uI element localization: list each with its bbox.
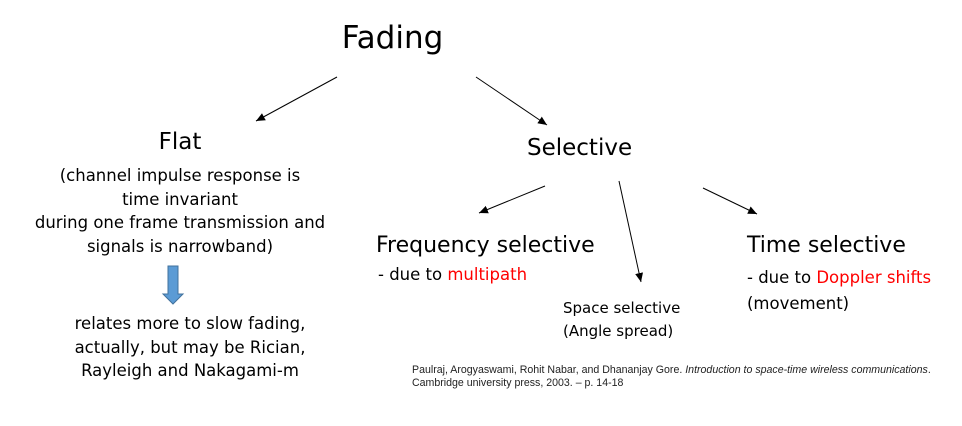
citation-authors: Paulraj, Arogyaswami, Rohit Nabar, and D… — [412, 364, 686, 376]
flat-note-line: relates more to slow fading, — [74, 314, 306, 333]
flat-desc-line: time invariant — [122, 189, 238, 209]
multipath-highlight: multipath — [447, 265, 528, 284]
arrow-selective-to-time — [702, 187, 758, 215]
note-prefix: - due to — [378, 265, 448, 284]
time-selective-title: Time selective — [747, 233, 906, 258]
space-selective-title: Space selective — [563, 299, 681, 317]
arrow-fading-to-flat — [255, 76, 338, 122]
doppler-highlight: Doppler shifts — [816, 268, 932, 287]
flat-title: Flat — [158, 129, 202, 155]
time-selective-note-line2: (movement) — [747, 294, 850, 313]
flat-desc-line: signals is narrowband) — [86, 236, 274, 256]
space-selective-note: (Angle spread) — [563, 322, 674, 340]
arrow-fading-to-selective — [475, 76, 548, 126]
citation-publisher: . Cambridge university press, 2003. – p.… — [412, 364, 931, 389]
flat-note-line: actually, but may be Rician, — [74, 337, 306, 357]
fading-root-label: Fading — [341, 20, 444, 56]
flat-note-line: Rayleigh and Nakagami-m — [81, 361, 299, 380]
selective-title: Selective — [527, 135, 633, 161]
citation: Paulraj, Arogyaswami, Rohit Nabar, and D… — [412, 364, 932, 390]
time-selective-note: - due to Doppler shifts (movement) — [747, 265, 931, 317]
flat-description: (channel impulse response is time invari… — [20, 164, 340, 258]
flat-note: relates more to slow fading, actually, b… — [40, 312, 340, 383]
frequency-selective-title: Frequency selective — [376, 233, 595, 258]
citation-book-title: Introduction to space-time wireless comm… — [685, 364, 928, 376]
flat-desc-line: during one frame transmission and — [34, 213, 326, 232]
note-prefix: - due to — [747, 268, 817, 287]
space-selective: Space selective (Angle spread) — [563, 297, 680, 343]
flat-desc-line: (channel impulse response is — [59, 166, 301, 185]
arrow-selective-to-frequency — [478, 185, 546, 214]
down-arrow-icon — [161, 265, 185, 305]
frequency-selective-note: - due to multipath — [378, 265, 527, 284]
arrow-selective-to-space — [618, 180, 643, 283]
